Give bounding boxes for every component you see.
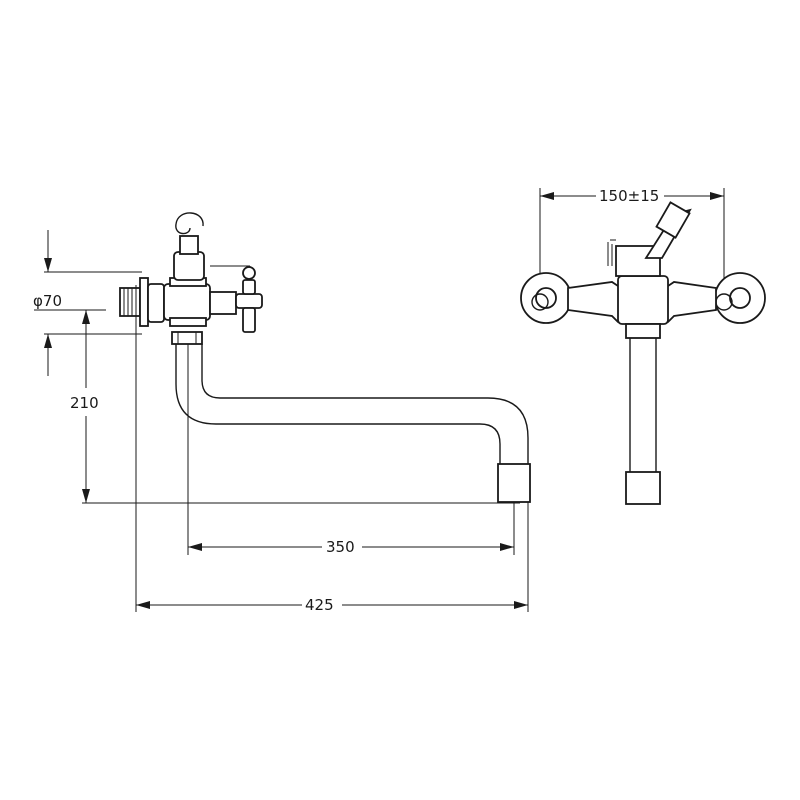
front-spout-nut (625, 323, 661, 339)
side-view (44, 212, 531, 612)
dimension-center-distance-label: 150±15 (599, 187, 659, 205)
front-center-block (617, 275, 669, 325)
valve-lower-collar (169, 317, 207, 327)
dimension-overall-length: 425 (136, 596, 528, 614)
dimension-height-label: 210 (70, 394, 99, 412)
spout-tube (175, 344, 529, 464)
right-rosette (714, 272, 766, 324)
spout-nut (171, 331, 203, 345)
cross-handle (209, 265, 263, 333)
front-spout-tube (629, 338, 657, 474)
left-rosette (520, 272, 572, 324)
dimensions: φ70 210 350 425 (33, 187, 724, 614)
dimension-diameter: φ70 (33, 230, 106, 376)
aerator (497, 463, 531, 503)
valve-body (163, 283, 211, 321)
diverter-handle (173, 212, 205, 281)
front-view (520, 188, 766, 505)
front-lever-handle (607, 201, 692, 277)
dimension-center-distance: 150±15 (540, 187, 724, 205)
wall-connector (119, 277, 165, 327)
dimension-height: 210 (70, 310, 99, 503)
dimension-diameter-label: φ70 (33, 292, 62, 310)
dimension-spout-reach: 350 (188, 538, 514, 556)
front-aerator (625, 471, 661, 505)
dimension-overall-length-label: 425 (305, 596, 334, 614)
dimension-spout-reach-label: 350 (326, 538, 355, 556)
